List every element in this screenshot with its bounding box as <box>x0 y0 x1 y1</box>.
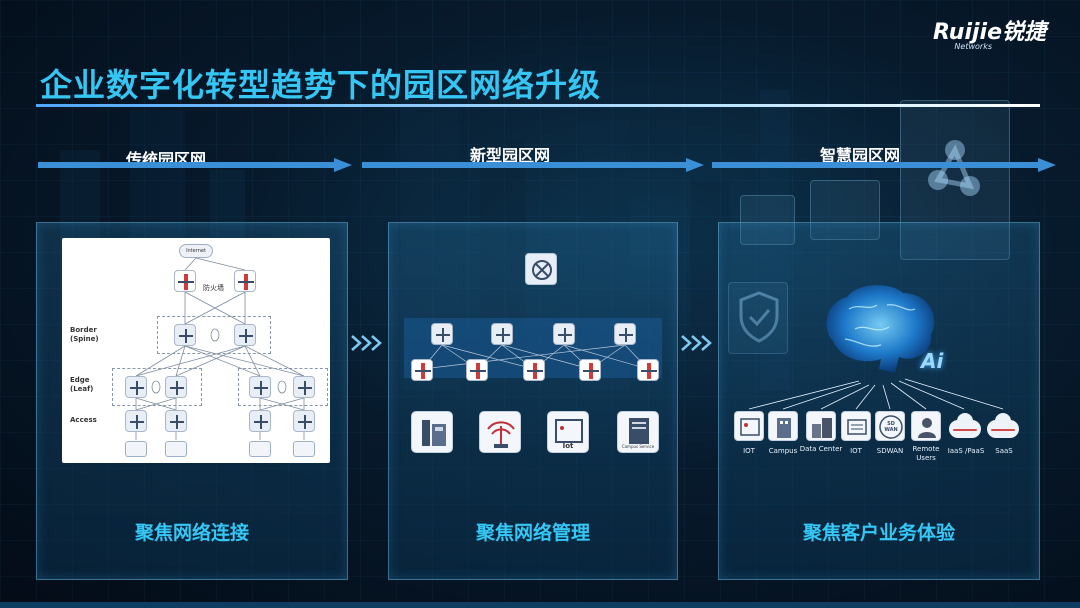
iot-service-icon <box>734 411 764 441</box>
panel-traditional-campus: Internet 防火墙 Border (Spine) Edge (Leaf) … <box>36 222 348 580</box>
edge-switch-icon <box>249 376 271 398</box>
page-title: 企业数字化转型趋势下的园区网络升级 <box>40 66 602 104</box>
edge-group-box-right <box>238 368 328 406</box>
access-tier-label: Access <box>70 416 97 424</box>
controller-icon <box>525 253 557 285</box>
monitor-icon <box>249 441 271 457</box>
remote-user-icon <box>911 411 941 441</box>
phase-arrow-icon <box>362 158 704 172</box>
service-label-iot-2: IOT <box>850 447 862 455</box>
panel-new-campus: Iot Campus Service 聚焦网络管理 <box>388 222 678 580</box>
panel-smart-campus: Ai SD WAN IOT Campus Data Center IOT SDW… <box>718 222 1040 580</box>
focus-label-management: 聚焦网络管理 <box>475 522 590 544</box>
phase-arrow-icon <box>712 158 1056 172</box>
border-group-box <box>157 316 271 354</box>
access-switch-icon <box>249 410 271 432</box>
logo-brand: Ruijie锐捷 <box>933 20 1046 45</box>
monitor-icon <box>125 441 147 457</box>
border-switch-icon <box>234 324 256 346</box>
access-switch-icon <box>125 410 147 432</box>
phase-label-smart: 智慧园区网 <box>820 146 901 165</box>
spine-switch-icon <box>614 323 636 345</box>
wireless-ap-icon <box>293 441 315 457</box>
edge-switch-icon <box>125 376 147 398</box>
edge-switch-icon <box>165 376 187 398</box>
iaas-paas-cloud-icon <box>949 413 981 438</box>
leaf-switch-icon <box>637 359 659 381</box>
traditional-network-diagram: Internet 防火墙 Border (Spine) Edge (Leaf) … <box>62 238 330 463</box>
spine-switch-icon <box>431 323 453 345</box>
focus-label-customer-experience: 聚焦客户业务体验 <box>802 522 955 544</box>
phase-arrow-icon <box>38 158 352 172</box>
saas-cloud-icon <box>987 413 1019 438</box>
phase-label-new: 新型园区网 <box>470 146 551 165</box>
service-label-iot: IOT <box>743 447 755 455</box>
border-tier-label: Border (Spine) <box>70 326 99 343</box>
service-label-iaas-paas: IaaS /PaaS <box>947 447 985 455</box>
service-label-campus: Campus <box>768 447 798 455</box>
firewall-icon <box>234 270 256 292</box>
service-label-saas: SaaS <box>995 447 1013 455</box>
title-underline <box>36 104 1040 107</box>
internet-cloud-icon: Internet <box>179 244 213 258</box>
campus-building-icon <box>768 411 798 441</box>
ai-label: Ai <box>921 349 944 373</box>
sdwan-icon-text: SD WAN <box>884 421 898 433</box>
campus-service-label: Campus Service <box>621 444 655 449</box>
access-switch-icon <box>293 410 315 432</box>
brain-icon <box>826 285 935 373</box>
focus-label-connectivity: 聚焦网络连接 <box>134 522 249 544</box>
ruijie-logo: Ruijie锐捷 Networks <box>933 14 1046 51</box>
data-center-icon <box>806 411 836 441</box>
sdwan-icon: SD WAN <box>875 411 905 441</box>
leaf-switch-icon <box>411 359 433 381</box>
service-label-remote-users: Remote Users <box>912 445 940 462</box>
leaf-switch-icon <box>466 359 488 381</box>
double-chevron-icon <box>681 335 712 351</box>
spine-switch-icon <box>553 323 575 345</box>
double-chevron-icon <box>351 335 382 351</box>
logo-tagline: Networks <box>954 42 992 51</box>
leaf-switch-icon <box>579 359 601 381</box>
edge-group-box-left <box>112 368 202 406</box>
edge-tier-label: Edge (Leaf) <box>70 376 94 393</box>
service-to-brain-arrows <box>748 378 1004 410</box>
bottom-accent-bar <box>0 602 1080 608</box>
iot-device-icon: Iot <box>547 411 589 453</box>
leaf-switch-icon <box>523 359 545 381</box>
border-switch-icon <box>174 324 196 346</box>
access-switch-icon <box>165 410 187 432</box>
ip-phone-icon <box>411 411 453 453</box>
spine-switch-icon <box>491 323 513 345</box>
iot-label: Iot <box>562 442 574 450</box>
campus-service-icon: Campus Service <box>617 411 659 453</box>
firewall-label: 防火墙 <box>203 284 224 292</box>
wireless-ap-icon <box>479 411 521 453</box>
topology-lines <box>135 257 305 440</box>
service-label-data-center: Data Center <box>799 445 843 453</box>
wireless-ap-icon <box>165 441 187 457</box>
service-label-sdwan: SDWAN <box>876 447 904 455</box>
edge-switch-icon <box>293 376 315 398</box>
firewall-icon <box>174 270 196 292</box>
iot-gateway-icon <box>841 411 871 441</box>
